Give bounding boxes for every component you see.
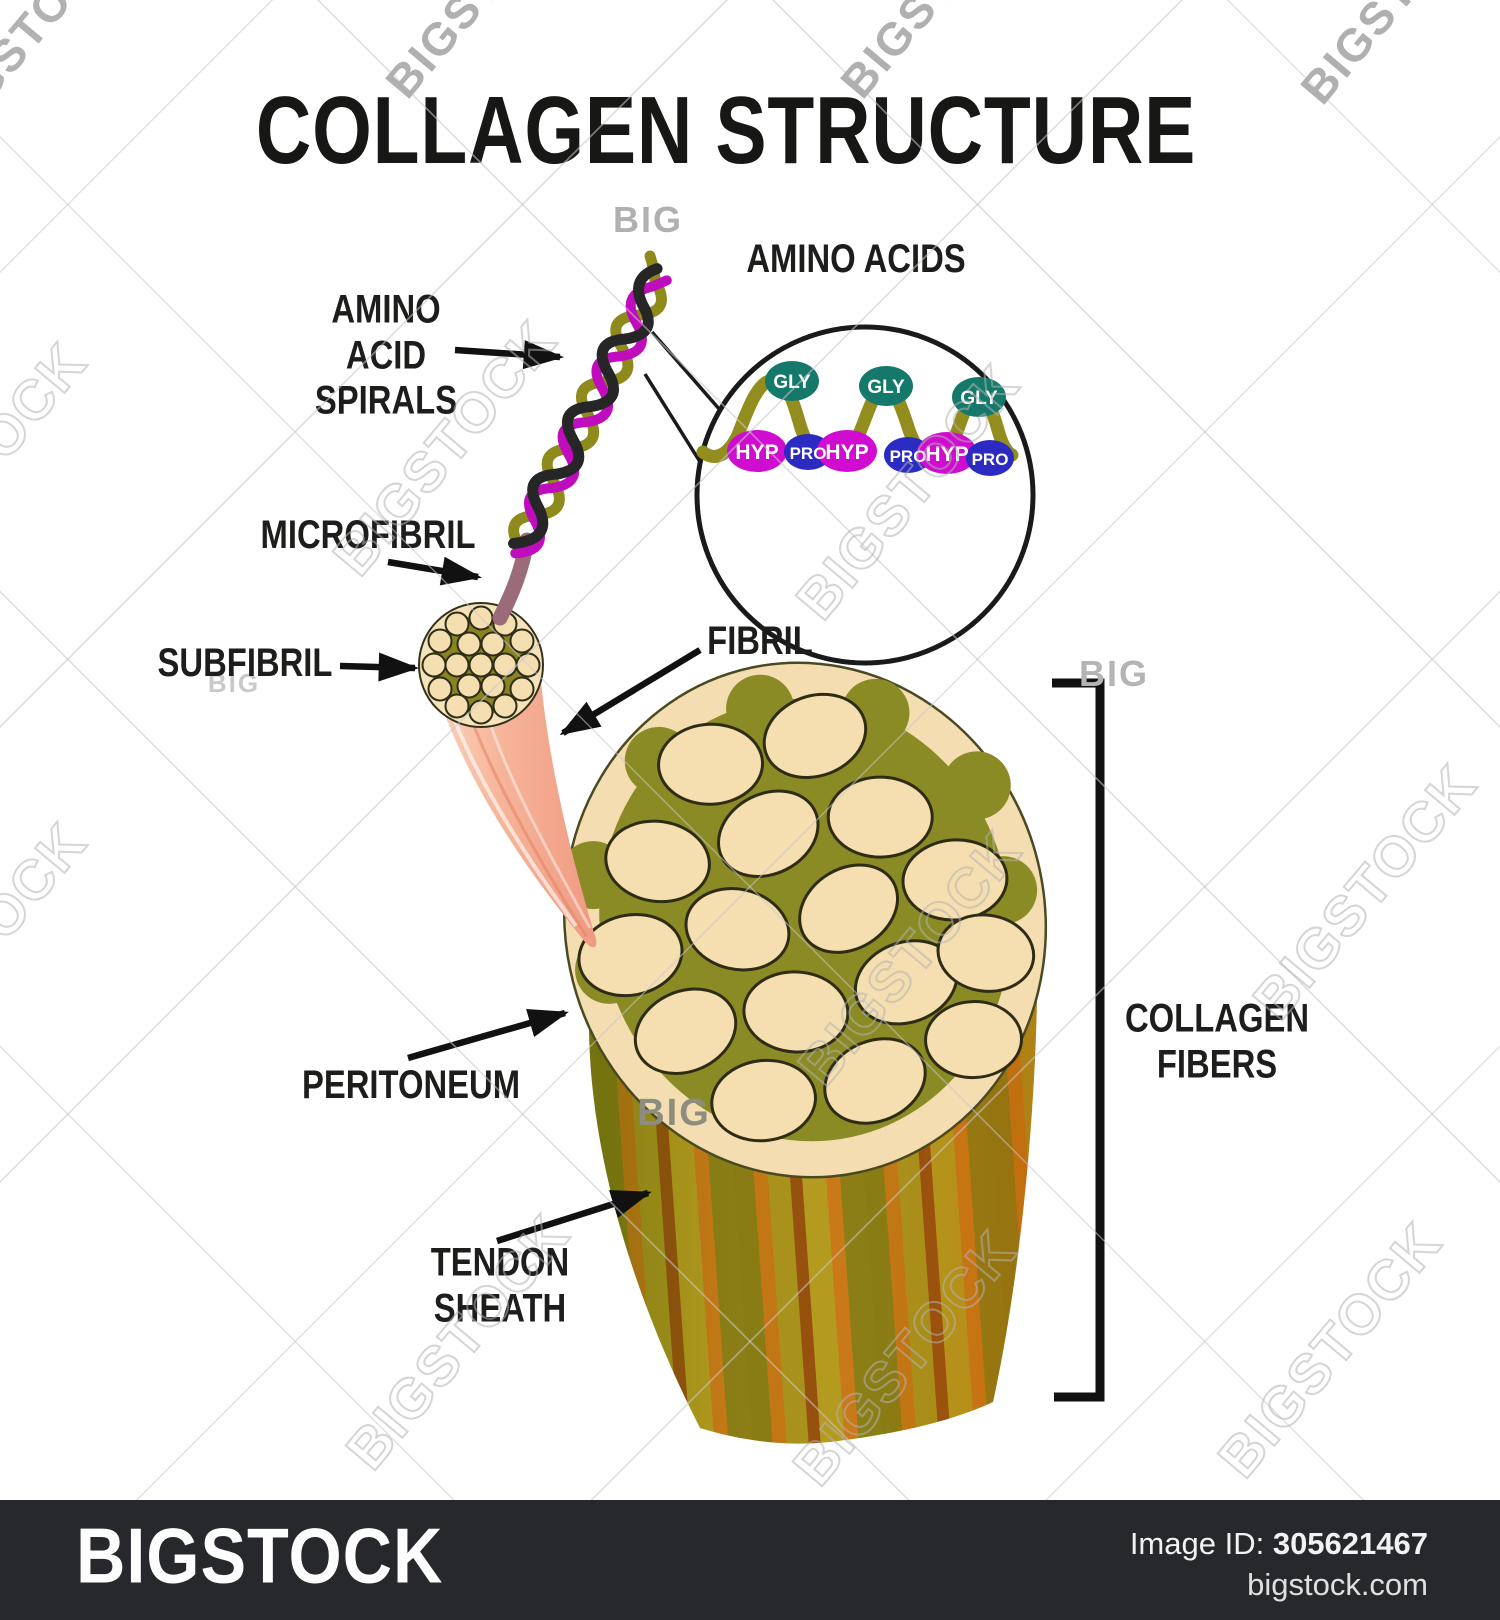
subfibril-cross-section (418, 602, 544, 728)
pro-badge-label: PRO (890, 447, 927, 466)
image-id-value: 305621467 (1272, 1526, 1428, 1561)
bigstock-logo: BIGSTOCK (76, 1513, 444, 1600)
amino-acid-spirals-arrow (454, 340, 565, 370)
hyp-badge-label: HYP (735, 441, 778, 464)
tendon-sheath-label: TENDON SHEATH (430, 1240, 570, 1330)
amino-acids-inset: HYP GLY PRO HYP GLY PRO HYP GLY PRO (694, 324, 1036, 666)
microfibril-label: MICROFIBRIL (260, 513, 476, 558)
website-link[interactable]: bigstock.com (1247, 1566, 1428, 1602)
subfibril-label: SUBFIBRIL (157, 641, 333, 686)
microfibril-arrow (387, 556, 482, 586)
image-id-label: Image ID: (1129, 1526, 1265, 1561)
page-title: COLLAGEN STRUCTURE (255, 77, 1197, 184)
footer-bar: BIGSTOCK Image ID: 305621467 bigstock.co… (0, 1500, 1500, 1620)
collagen-fibers-bracket (1052, 678, 1105, 1402)
collagen-diagram-canvas: HYP GLY PRO HYP GLY PRO HYP GLY PRO (339, 250, 1105, 1444)
peritoneum-label: PERITONEUM (301, 1063, 521, 1108)
amino-acid-spirals-label: AMINO ACID SPIRALS (314, 287, 458, 423)
gly-badge-label: GLY (867, 377, 905, 398)
pro-badge-label: PRO (790, 444, 827, 463)
fibril-label: FIBRIL (707, 619, 813, 664)
amino-acids-label: AMINO ACIDS (746, 237, 966, 282)
gly-badge-label: GLY (960, 388, 998, 409)
image-id-line: Image ID: 305621467 (1130, 1524, 1428, 1565)
hyp-badge-label: HYP (925, 443, 968, 466)
footer-image-info: Image ID: 305621467 bigstock.com (1130, 1524, 1428, 1606)
subfibril-arrow (339, 652, 420, 682)
hyp-badge-label: HYP (825, 441, 868, 464)
collagen-fibers-label: COLLAGEN FIBERS (1124, 996, 1310, 1086)
gly-badge-label: GLY (773, 372, 811, 393)
pro-badge-label: PRO (972, 450, 1009, 469)
peritoneum-arrow (407, 1009, 569, 1062)
amino-acid-spirals-helix (508, 250, 672, 559)
